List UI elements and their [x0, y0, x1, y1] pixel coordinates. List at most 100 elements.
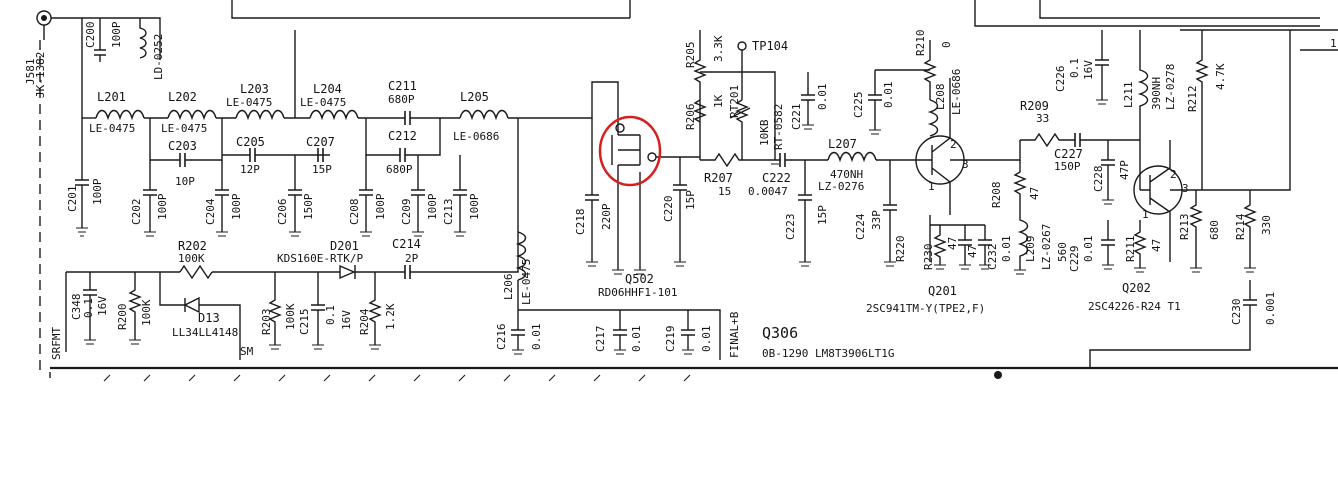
- svg-text:C214: C214: [392, 237, 421, 251]
- svg-text:15: 15: [718, 185, 731, 198]
- svg-text:10KB: 10KB: [758, 119, 771, 146]
- svg-text:L206: L206: [502, 274, 515, 301]
- svg-text:LE-0475: LE-0475: [300, 96, 346, 109]
- svg-text:100K: 100K: [178, 252, 205, 265]
- svg-text:L205: L205: [460, 90, 489, 104]
- svg-text:220P: 220P: [600, 203, 613, 230]
- q502-part: RD06HHF1-101: [598, 286, 677, 299]
- j581-part: JK-1382: [34, 52, 47, 98]
- svg-text:1K: 1K: [712, 94, 725, 108]
- svg-text:D201: D201: [330, 239, 359, 253]
- svg-text:C225: C225: [852, 92, 865, 119]
- svg-text:L201: L201: [97, 90, 126, 104]
- sm-label: SM: [240, 345, 254, 358]
- svg-text:C203: C203: [168, 139, 197, 153]
- filter-shunt-caps: C201 100P C202 100P C204 100P C206 150P …: [66, 118, 481, 237]
- svg-text:LE-0475: LE-0475: [161, 122, 207, 135]
- svg-text:D13: D13: [198, 311, 220, 325]
- svg-text:100P: 100P: [110, 21, 123, 48]
- svg-text:C206: C206: [276, 199, 289, 226]
- svg-text:12P: 12P: [240, 163, 260, 176]
- svg-text:C220: C220: [662, 196, 675, 223]
- svg-text:100P: 100P: [91, 178, 104, 205]
- svg-text:C200: C200: [84, 22, 97, 49]
- svg-text:C209: C209: [400, 199, 413, 226]
- svg-text:47: 47: [946, 237, 959, 250]
- svg-text:0.01: 0.01: [700, 326, 713, 353]
- svg-text:47P: 47P: [1118, 160, 1131, 180]
- svg-text:16V: 16V: [340, 310, 353, 330]
- svg-text:10P: 10P: [175, 175, 195, 188]
- svg-text:C217: C217: [594, 326, 607, 353]
- svg-text:C211: C211: [388, 79, 417, 93]
- svg-text:C202: C202: [130, 199, 143, 226]
- svg-text:2: 2: [1170, 168, 1177, 181]
- svg-text:100P: 100P: [374, 193, 387, 220]
- svg-text:C232: C232: [986, 244, 999, 271]
- svg-text:L211: L211: [1122, 82, 1135, 109]
- svg-text:100P: 100P: [156, 193, 169, 220]
- svg-text:C218: C218: [574, 209, 587, 236]
- svg-text:C212: C212: [388, 129, 417, 143]
- svg-text:LE-0475: LE-0475: [520, 259, 533, 305]
- svg-text:C215: C215: [298, 309, 311, 336]
- svg-text:680P: 680P: [388, 93, 415, 106]
- svg-text:R209: R209: [1020, 99, 1049, 113]
- svg-text:3: 3: [962, 158, 969, 171]
- d13-part: LL34LL4148: [172, 326, 238, 339]
- q502-transistor: Q502 RD06HHF1-101 C218 220P C220 15P: [574, 115, 700, 299]
- svg-text:C204: C204: [204, 198, 217, 225]
- svg-text:2: 2: [950, 138, 957, 151]
- svg-text:15P: 15P: [684, 190, 697, 210]
- q202-label: Q202: [1122, 281, 1151, 295]
- q201-transistor: 2 1 3 Q201 2SC941TM-Y(TPE2,F) R210 0 L20…: [852, 30, 1021, 315]
- svg-text:100K: 100K: [284, 303, 297, 330]
- svg-text:0.0047: 0.0047: [748, 185, 788, 198]
- final-b-label: FINAL+B: [728, 311, 741, 358]
- svg-text:0.01: 0.01: [630, 326, 643, 353]
- bias-section: R202 100K D201 KDS160E-RTK/P C214 2P L20…: [66, 118, 721, 360]
- svg-text:3: 3: [1182, 182, 1189, 195]
- svg-text:C207: C207: [306, 135, 335, 149]
- supply-decoupling: C217 0.01 C219 0.01 FINAL+B: [594, 310, 741, 358]
- svg-text:C223: C223: [784, 214, 797, 241]
- svg-text:47: 47: [1028, 187, 1041, 200]
- svg-text:LE-0475: LE-0475: [89, 122, 135, 135]
- svg-text:R213: R213: [1178, 214, 1191, 241]
- svg-text:L208: L208: [934, 84, 947, 111]
- svg-text:33: 33: [1036, 112, 1049, 125]
- svg-text:C213: C213: [442, 199, 455, 226]
- svg-text:0.1: 0.1: [82, 298, 95, 318]
- svg-text:C201: C201: [66, 186, 79, 213]
- svg-text:C226: C226: [1054, 66, 1067, 93]
- q306-annotation: Q306 0B-1290 LM8T3906LT1G: [762, 324, 894, 360]
- svg-text:L209: L209: [1024, 236, 1037, 263]
- svg-text:150P: 150P: [1054, 160, 1081, 173]
- svg-text:L204: L204: [313, 82, 342, 96]
- q502-highlight-circle: [598, 115, 662, 187]
- svg-text:LZ-0276: LZ-0276: [818, 180, 864, 193]
- svg-text:R212: R212: [1186, 86, 1199, 113]
- svg-text:100P: 100P: [468, 193, 481, 220]
- svg-text:2P: 2P: [405, 252, 419, 265]
- svg-text:C229: C229: [1068, 246, 1081, 273]
- q502-label: Q502: [625, 272, 654, 286]
- svg-text:C222: C222: [762, 171, 791, 185]
- svg-text:C348: C348: [70, 294, 83, 321]
- svg-text:0.01: 0.01: [816, 84, 829, 111]
- svg-text:R202: R202: [178, 239, 207, 253]
- svg-text:RT201: RT201: [728, 85, 741, 118]
- svg-text:680P: 680P: [386, 163, 413, 176]
- svg-text:100K: 100K: [140, 299, 153, 326]
- svg-text:R220: R220: [894, 236, 907, 263]
- svg-text:C221: C221: [790, 104, 803, 131]
- svg-text:R230: R230: [922, 244, 935, 271]
- svg-text:LE-0686: LE-0686: [453, 130, 499, 143]
- svg-text:0.01: 0.01: [1000, 236, 1013, 263]
- svg-text:C227: C227: [1054, 147, 1083, 161]
- svg-text:0.01: 0.01: [530, 324, 543, 351]
- label-16v: 16V: [96, 296, 109, 316]
- svg-text:1.2K: 1.2K: [384, 303, 397, 330]
- svg-text:R214: R214: [1234, 213, 1247, 240]
- svg-text:0.01: 0.01: [1082, 236, 1095, 263]
